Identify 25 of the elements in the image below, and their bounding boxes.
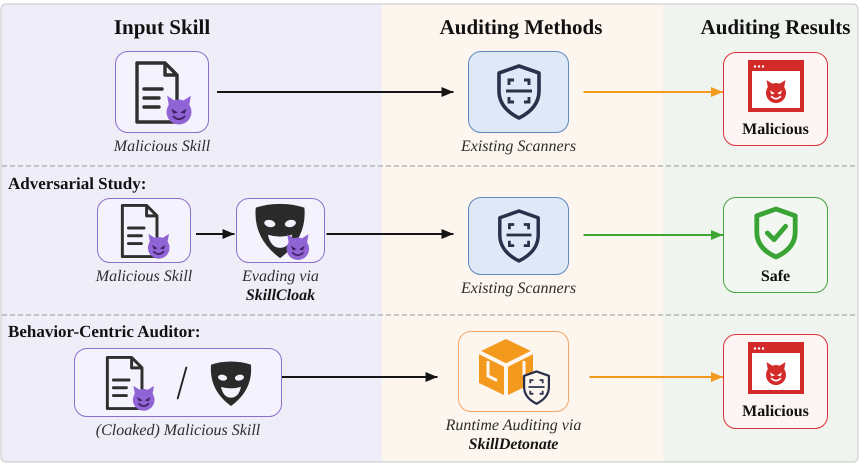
verdict-text: Safe xyxy=(760,266,790,286)
verdict-text: Malicious xyxy=(742,120,809,138)
node-caption: Existing Scanners xyxy=(460,279,576,298)
node-caption: Evading via SkillCloak xyxy=(241,267,320,305)
arrow xyxy=(196,229,234,239)
verdict-card xyxy=(723,52,828,146)
arrow xyxy=(326,229,454,239)
node-caption: Runtime Auditing via SkillDetonate xyxy=(444,416,582,454)
arrow xyxy=(217,87,454,97)
verdict-card xyxy=(723,197,828,293)
row-heading: Adversarial Study: xyxy=(8,174,146,194)
node-caption: Existing Scanners xyxy=(460,137,576,156)
verdict-text: Malicious xyxy=(742,402,809,421)
arrow xyxy=(584,87,723,97)
column-heading: Auditing Methods xyxy=(440,15,602,39)
arrow xyxy=(590,372,723,382)
arrow xyxy=(584,230,723,240)
row-heading: Behavior-Centric Auditor: xyxy=(8,322,200,342)
column-heading: Input Skill xyxy=(114,15,210,39)
node-caption: Malicious Skill xyxy=(114,137,210,156)
arrow xyxy=(282,372,438,382)
verdict-card xyxy=(723,334,828,429)
node-caption: Malicious Skill xyxy=(96,267,192,286)
node-caption: (Cloaked) Malicious Skill xyxy=(96,421,260,440)
column-heading: Auditing Results xyxy=(700,15,850,39)
